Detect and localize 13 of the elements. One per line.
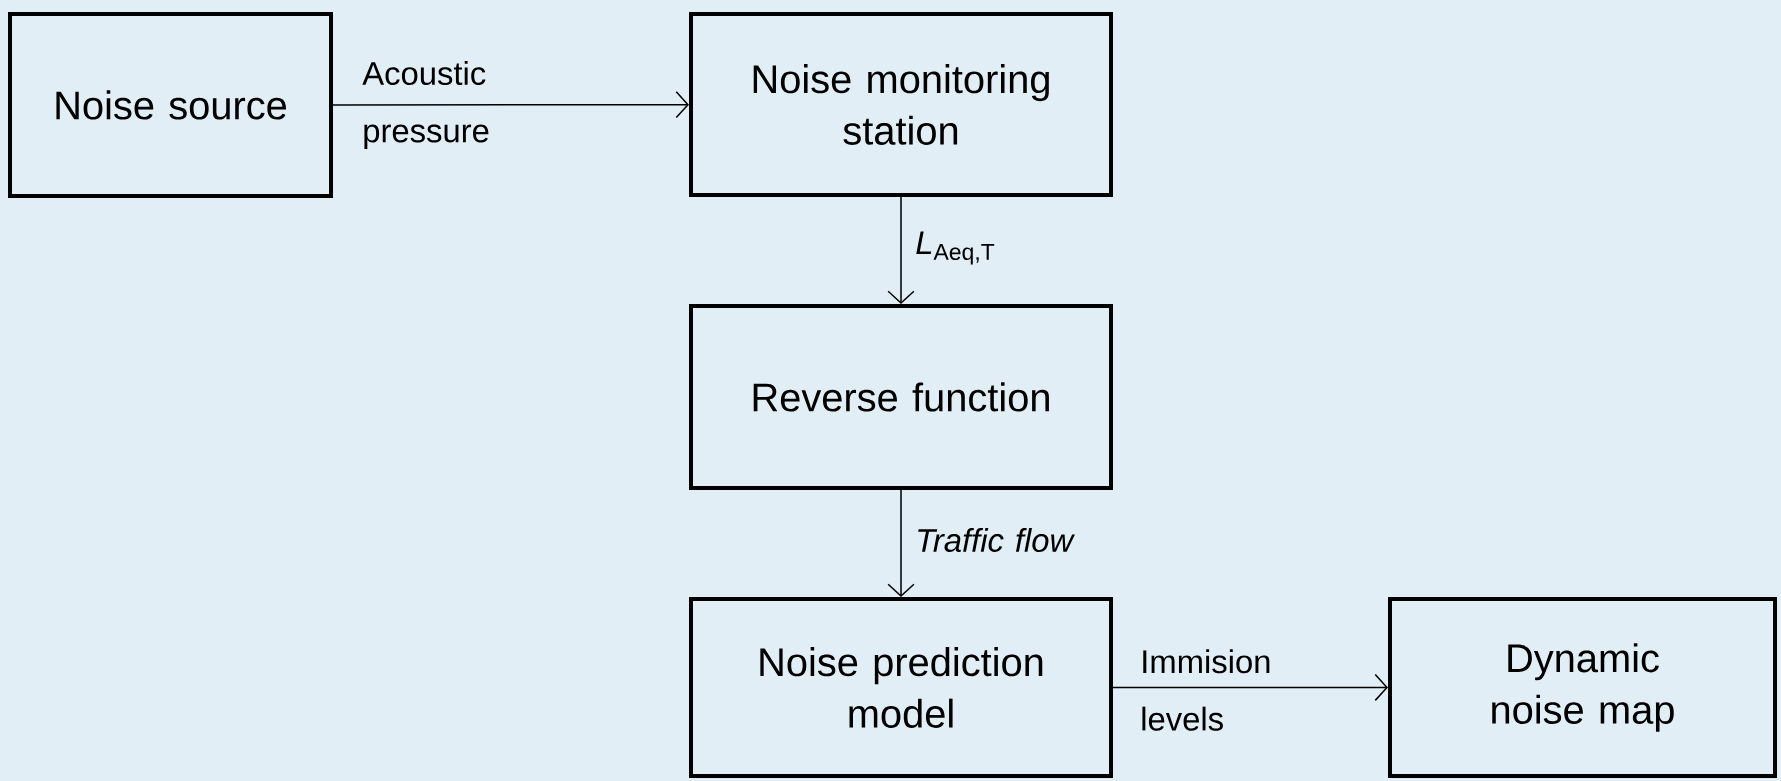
arrow — [887, 489, 915, 597]
process-box: Noise source — [8, 12, 333, 198]
process-box: Noise prediction model — [689, 597, 1113, 778]
process-box: Noise monitoring station — [689, 12, 1113, 197]
edge-label: Traffic flow — [918, 527, 1075, 553]
edge-label: L$_{Aeq,T}$ — [916, 231, 995, 265]
process-box: Reverse function — [689, 304, 1113, 490]
arrow — [332, 91, 689, 119]
edge-label: Acoustic pressure — [362, 61, 489, 149]
process-box: Dynamic noise map — [1388, 597, 1777, 778]
edge-label: Immision levels — [1142, 649, 1270, 731]
arrow — [887, 196, 915, 304]
arrow — [1112, 673, 1388, 702]
